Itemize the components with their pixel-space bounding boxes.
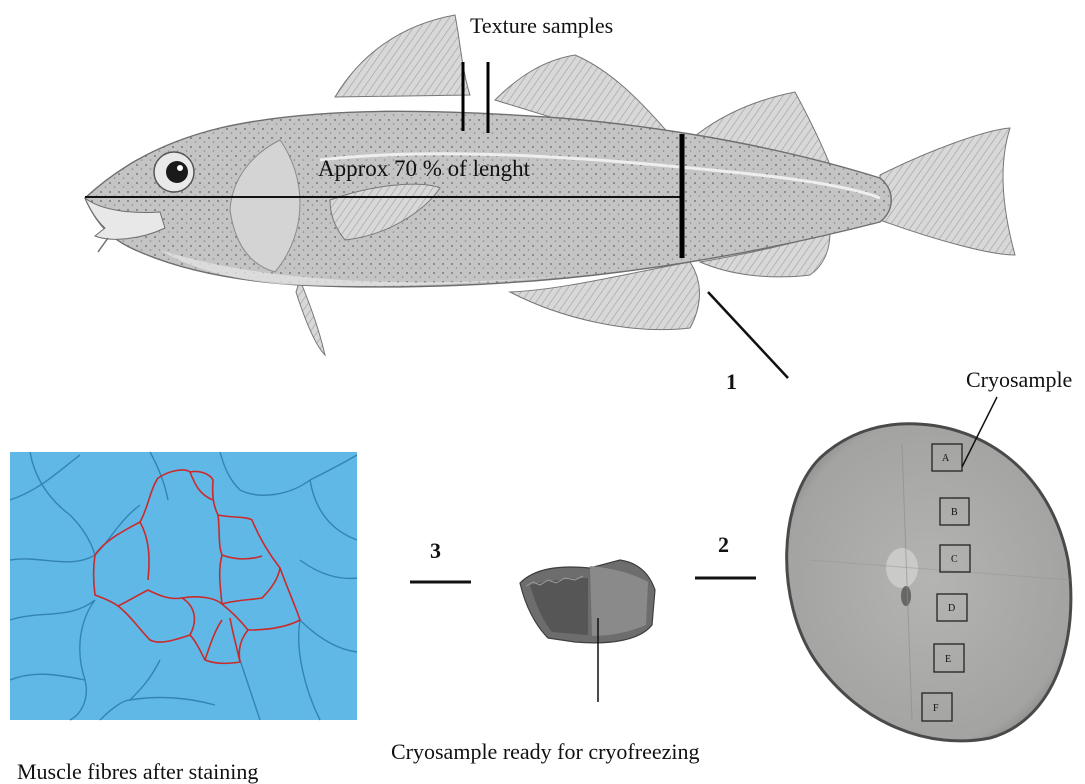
step-3-label: 3 (430, 538, 441, 563)
svg-text:F: F (933, 703, 939, 714)
first-dorsal-fin (335, 15, 470, 97)
cryosample-ready-label: Cryosample ready for cryofreezing (391, 739, 699, 764)
barbel (98, 238, 108, 252)
approx-length-label: Approx 70 % of lenght (318, 156, 531, 181)
texture-samples-label: Texture samples (470, 13, 613, 38)
arrow-line-1 (708, 292, 788, 378)
svg-text:D: D (948, 603, 955, 614)
caudal-fin (880, 128, 1015, 255)
svg-text:A: A (942, 453, 950, 464)
fish-pupil (166, 161, 188, 183)
pelvic-fin (296, 280, 325, 355)
svg-text:B: B (951, 507, 958, 518)
cryosample-block (520, 560, 655, 643)
stained-muscle-micrograph (10, 452, 357, 720)
step-2-label: 2 (718, 532, 729, 557)
cod-illustration (85, 15, 1015, 355)
svg-text:E: E (945, 654, 951, 665)
svg-text:C: C (951, 554, 958, 565)
cryosample-label: Cryosample (966, 367, 1072, 392)
step-1-label: 1 (726, 369, 737, 394)
muscle-fibres-label: Muscle fibres after staining (17, 759, 258, 784)
